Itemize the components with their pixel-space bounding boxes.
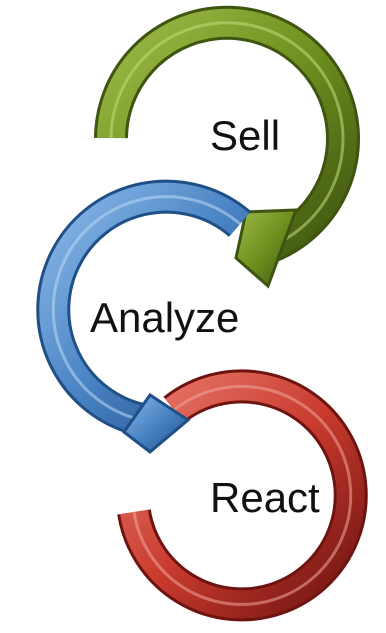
stage-label-sell: Sell (210, 112, 280, 159)
sell-arrowhead (234, 208, 299, 289)
react-arrow (117, 369, 368, 622)
analyze-arrowhead (121, 392, 191, 454)
analyze-arrow (36, 179, 252, 454)
sell-arrow (94, 5, 360, 289)
stage-label-react: React (210, 474, 320, 521)
stage-label-analyze: Analyze (90, 294, 239, 341)
